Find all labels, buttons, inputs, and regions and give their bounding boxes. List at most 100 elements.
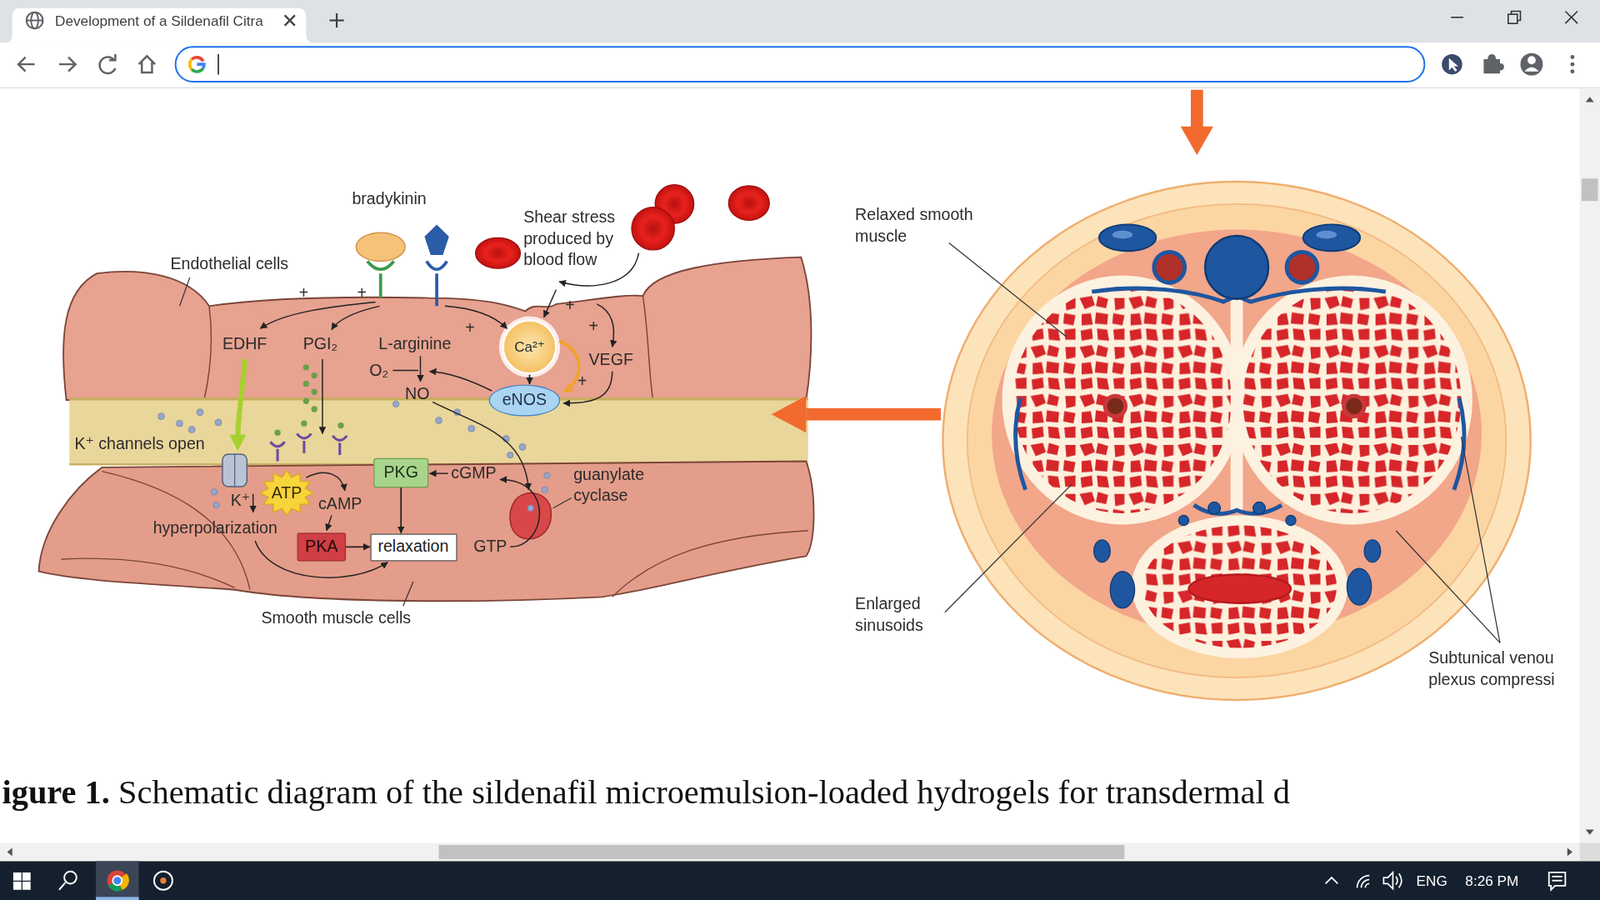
signal-arrow (253, 253, 640, 578)
signal-arrow (305, 472, 345, 491)
corpus-cavernosum (1001, 275, 1472, 525)
ion-label: K⁺ (230, 490, 250, 512)
profile-icon (1520, 53, 1543, 76)
atp-burst: ATP (260, 470, 314, 515)
search-icon (59, 882, 65, 890)
signal-arrow (331, 305, 380, 330)
notification-icon (1549, 872, 1566, 890)
windows-logo (13, 872, 22, 881)
stimulus-label: Shear stress produced by blood flow (523, 207, 628, 271)
new-tab-icon (330, 13, 345, 28)
signal-arrow (596, 304, 614, 347)
profile-icon (1527, 55, 1536, 65)
browser-toolbar (0, 42, 1600, 88)
scrollbar (1580, 842, 1600, 861)
new-tab-icon (335, 13, 338, 28)
signal-molecule (468, 425, 475, 432)
windows-logo (22, 872, 31, 881)
forward-icon (59, 57, 76, 72)
tab-close-icon (285, 15, 295, 25)
extension-icon (1441, 54, 1462, 75)
orange-arrow (1190, 90, 1204, 130)
signal-molecule (541, 486, 548, 493)
ligand-label: bradykinin (351, 189, 426, 210)
plus-sign: + (299, 282, 309, 304)
prostacyclin-molecule (310, 389, 317, 395)
signal-molecule (519, 443, 526, 450)
signal-molecule (213, 501, 220, 508)
vessel-illustration (39, 185, 815, 607)
chrome-icon (107, 870, 130, 891)
signal-molecule (158, 413, 165, 420)
red-blood-cell (475, 185, 770, 269)
globe-icon (26, 12, 44, 30)
active-app-tile (95, 860, 139, 900)
leader-line (553, 498, 572, 509)
leader-line (945, 242, 1500, 643)
dorsal-vessels (1286, 251, 1318, 283)
potassium-channel (222, 454, 247, 487)
tab-close-icon (285, 15, 295, 25)
orange-arrow (805, 408, 941, 421)
scrollbar (0, 842, 1580, 861)
blue-receptor (424, 224, 449, 255)
window-controls (1565, 10, 1578, 24)
tray-icons (1325, 877, 1339, 884)
corpus-spongiosum (1189, 574, 1291, 603)
browser-tab-bar (4, 8, 315, 44)
leader-line (403, 581, 414, 606)
blue-receptor (426, 260, 447, 306)
signal-arrow (420, 355, 421, 382)
enzyme-label: guanylate cyclase (573, 464, 668, 507)
app-icon (154, 871, 173, 890)
connector-arrow (345, 545, 370, 548)
leader-line (1395, 530, 1500, 644)
signal-molecule (176, 420, 184, 427)
windows-logo (13, 872, 31, 890)
process-label: K⁺ channels open (74, 433, 205, 455)
signal-molecule (188, 426, 195, 434)
process-label: hyperpolarization (153, 518, 278, 540)
home-icon (139, 55, 156, 73)
prostacyclin-molecule (274, 430, 280, 436)
window-controls (1450, 10, 1578, 24)
signal-molecule (392, 400, 399, 407)
plus-sign: + (465, 318, 475, 340)
cell-label: Endothelial cells (170, 254, 289, 275)
node-text: Ca²⁺ (514, 338, 545, 356)
cell-label: Smooth muscle cells (260, 608, 411, 630)
plus-sign: + (357, 282, 367, 304)
cell-boundary (60, 471, 808, 598)
signal-molecule (544, 472, 550, 479)
bradykinin-receptor (367, 260, 395, 298)
signal-arrow (260, 301, 375, 329)
subtunical-vein (1015, 398, 1026, 490)
red-blood-cell (475, 237, 521, 269)
subtunical-vein (1194, 505, 1282, 514)
windows-logo (22, 881, 31, 890)
caption-part: Schematic diagram of the sildenafil micr… (110, 773, 1290, 810)
emissary-vein (1110, 571, 1135, 609)
signal-arrow (500, 480, 540, 548)
prostacyclin-molecule (310, 405, 317, 412)
emissary-vein (1208, 501, 1221, 515)
signal-arrow (544, 290, 557, 318)
signal-arrow (252, 494, 254, 513)
signal-arrow (445, 305, 508, 329)
profile-icon (1524, 67, 1539, 72)
plus-sign: + (565, 295, 575, 317)
puzzle-icon (1483, 54, 1504, 74)
signal-arrow (430, 371, 493, 391)
tab-title: Development of a Sildenafil Citra (55, 10, 264, 30)
penis-cross-section (967, 204, 1507, 678)
active-app-underline (95, 896, 139, 900)
anatomy-label: Enlarged sinusoids (855, 594, 950, 637)
signal-arrow (326, 515, 332, 530)
edhf-arrow (237, 359, 245, 437)
leader-line (949, 242, 1067, 337)
windows-logo (13, 881, 22, 890)
prostacyclin-molecule (300, 420, 307, 426)
signal-molecule (158, 400, 550, 511)
molecule-label: GTP (473, 536, 507, 558)
notification-icon (1551, 880, 1562, 882)
